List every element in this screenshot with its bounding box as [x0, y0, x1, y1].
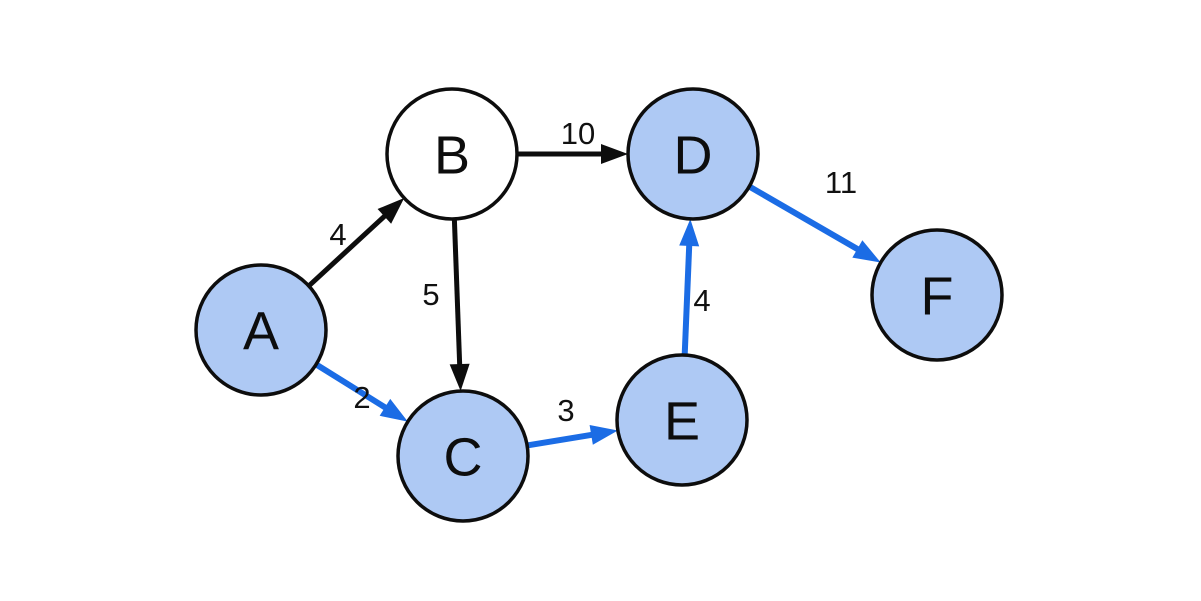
arrowhead-A-B	[377, 198, 405, 224]
node-A	[194, 263, 328, 397]
node-D	[626, 87, 760, 221]
node-F	[870, 228, 1004, 362]
edge-A-C	[314, 361, 390, 412]
node-C	[396, 389, 530, 523]
node-label-A: A	[243, 301, 279, 361]
edge-C-E	[526, 431, 595, 449]
node-label-D: D	[674, 125, 713, 185]
node-label-B: B	[434, 125, 470, 185]
edge-weight-B-C: 5	[422, 277, 439, 312]
node-label-E: E	[664, 391, 700, 451]
node-label-F: F	[921, 266, 954, 326]
edge-weight-C-E: 3	[557, 393, 574, 428]
edge-weight-A-C: 2	[353, 380, 370, 415]
edge-weight-A-B: 4	[329, 217, 346, 252]
arrowhead-E-D	[679, 218, 700, 247]
arrowhead-B-D	[601, 144, 628, 164]
edge-D-F	[747, 183, 862, 254]
edge-weight-E-D: 4	[693, 283, 710, 318]
arrowhead-A-C	[379, 398, 408, 422]
node-label-C: C	[444, 427, 483, 487]
arrowhead-B-C	[449, 363, 470, 392]
edge-weight-D-F: 11	[825, 165, 857, 200]
edge-weight-B-D: 10	[561, 116, 595, 151]
arrowhead-C-E	[589, 425, 618, 445]
edge-B-C	[451, 218, 463, 368]
edge-E-D	[681, 242, 693, 356]
node-B	[385, 87, 519, 221]
arrowhead-D-F	[852, 240, 881, 263]
edge-A-B	[307, 212, 389, 288]
node-E	[615, 353, 749, 487]
